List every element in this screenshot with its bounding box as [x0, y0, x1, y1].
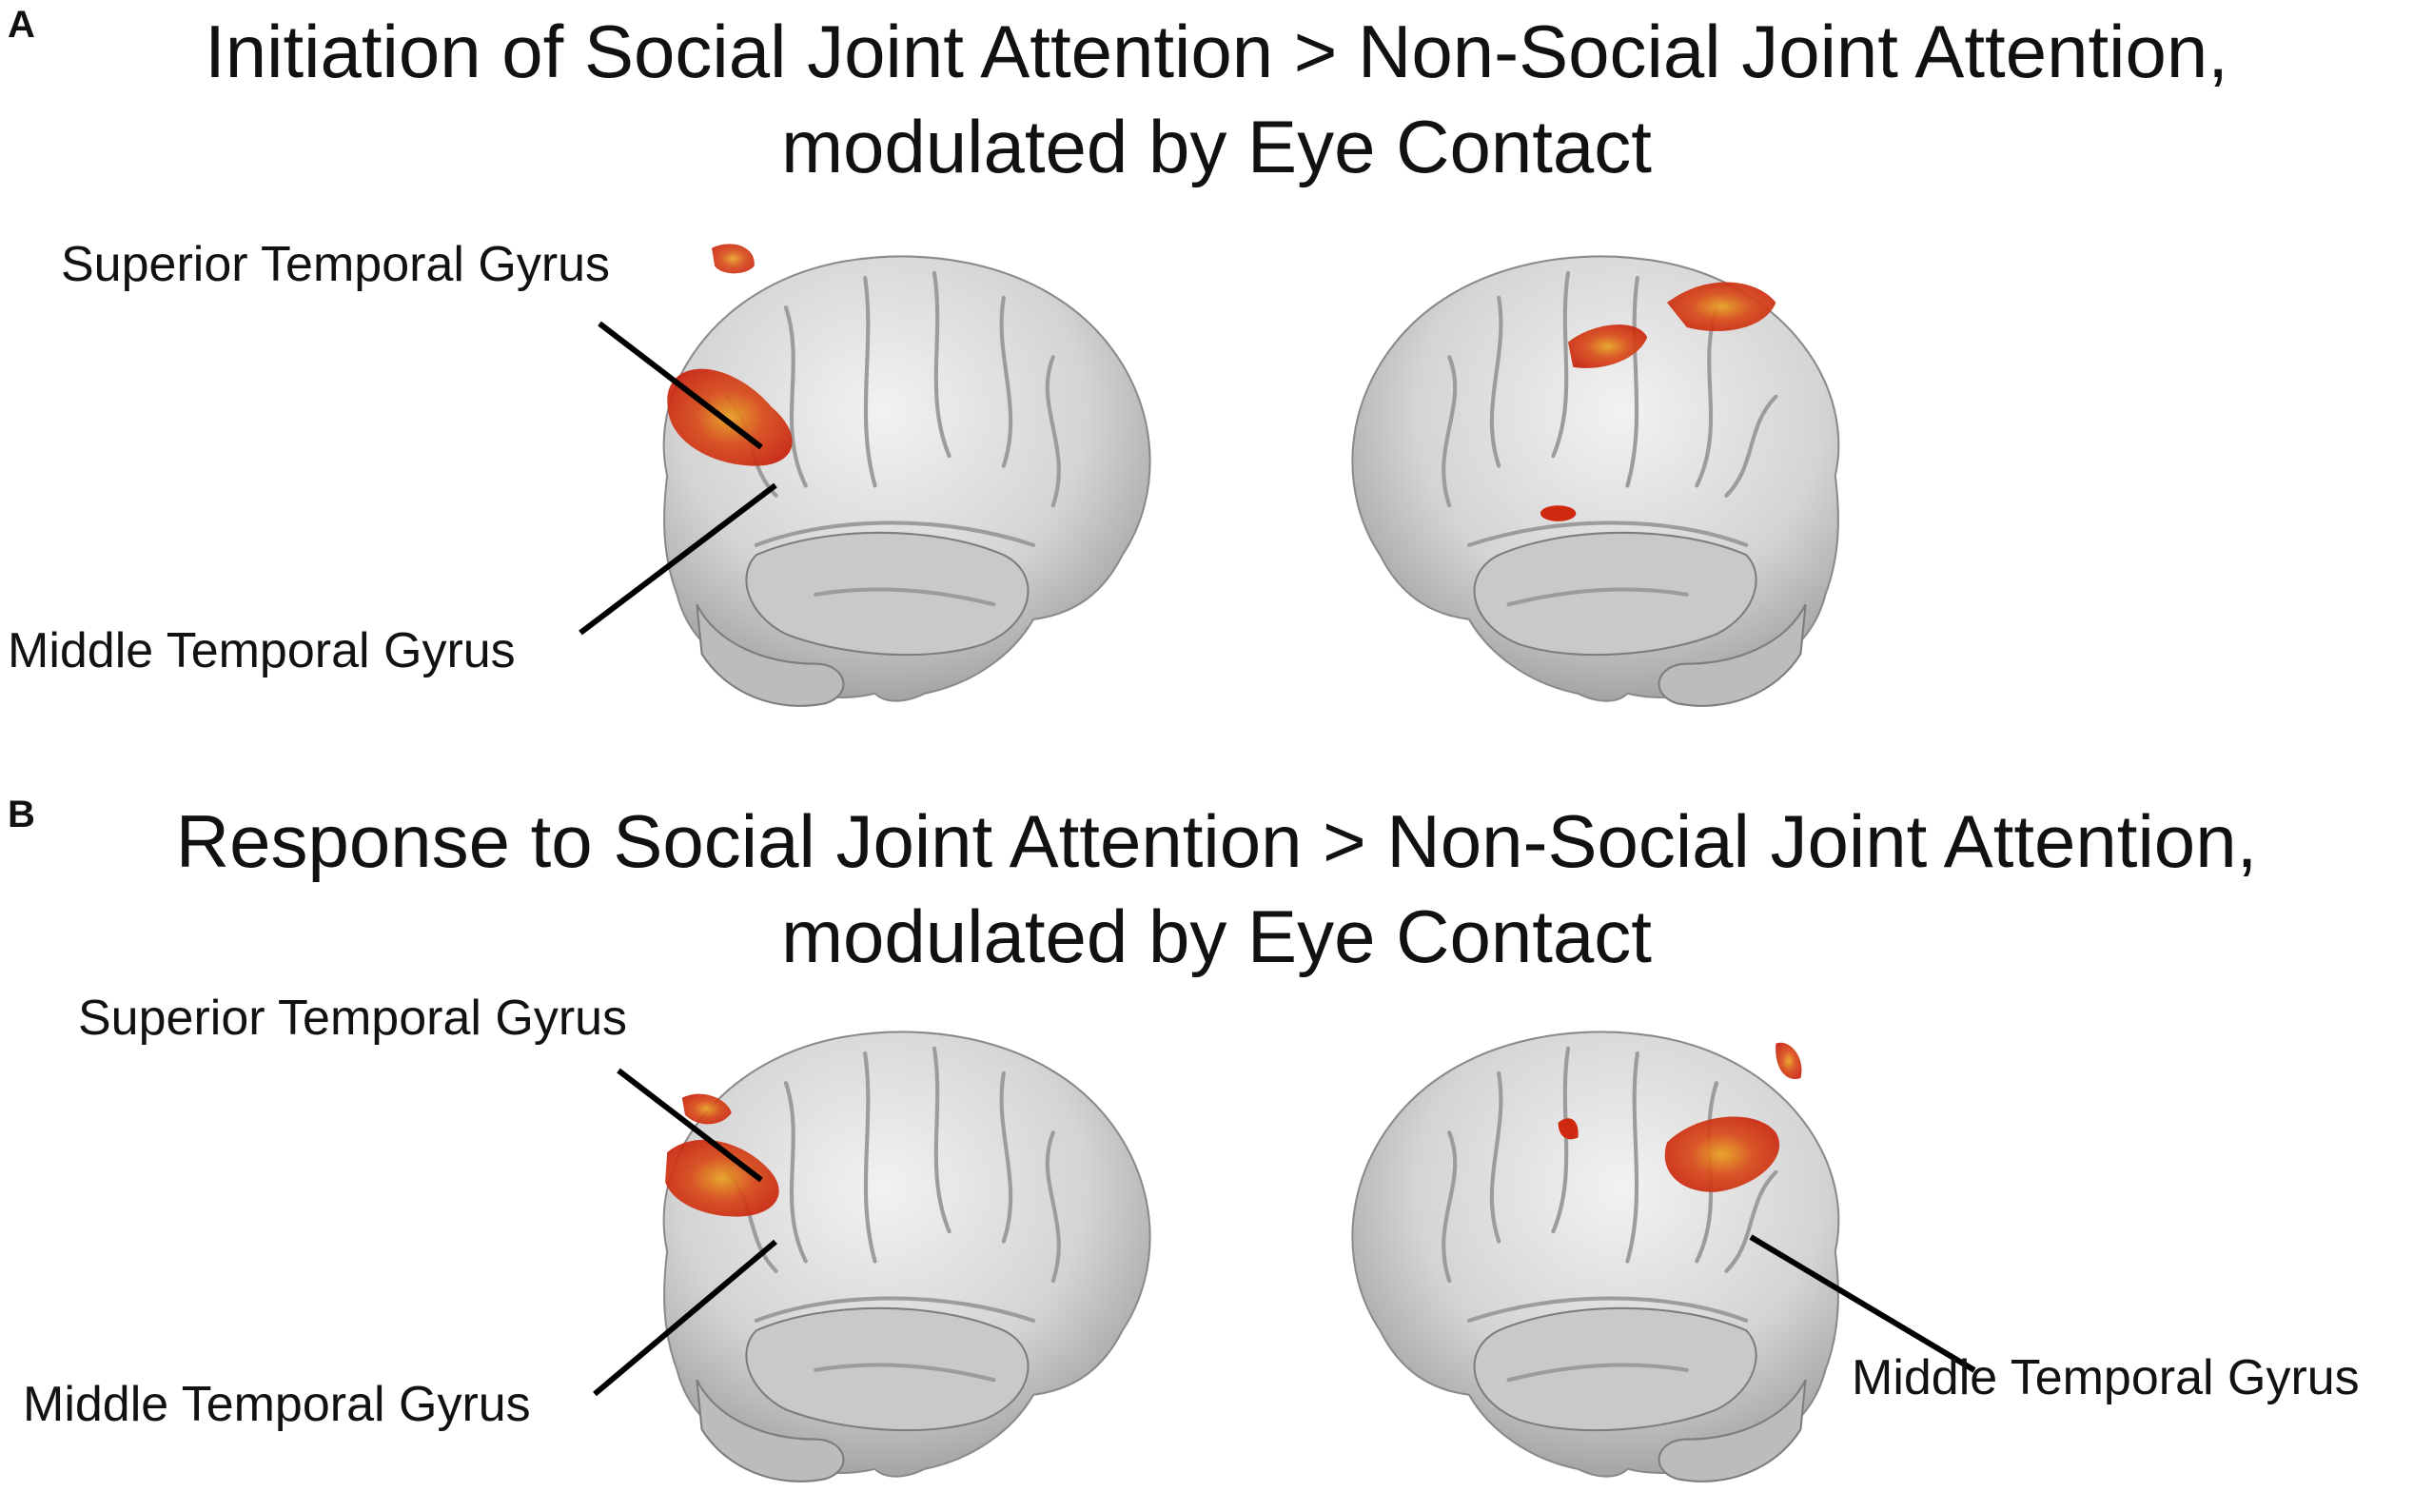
- leader-line-middle-temporal-a: [579, 482, 777, 636]
- activation-parietal-1: [1568, 324, 1648, 368]
- activation-middle-temporal: [1664, 1116, 1780, 1192]
- panel-title-line2: modulated by Eye Contact: [781, 105, 1652, 188]
- panel-b: B Response to Social Joint Attention > N…: [0, 790, 2433, 1512]
- activation-frontal-small: [1558, 1118, 1579, 1140]
- panel-a: A Initiation of Social Joint Attention >…: [0, 0, 2433, 752]
- activation-parietal: [1776, 1042, 1802, 1079]
- label-superior-temporal-gyrus: Superior Temporal Gyrus: [61, 237, 611, 292]
- activation-superior-temporal: [681, 1093, 732, 1125]
- panel-title-line1: Initiation of Social Joint Attention > N…: [205, 10, 2228, 93]
- activation-middle-temporal: [665, 1139, 779, 1217]
- activation-superior-temporal: [712, 244, 755, 274]
- label-middle-temporal-gyrus-right: Middle Temporal Gyrus: [1852, 1350, 2360, 1405]
- panel-b-figure: [593, 790, 1976, 1512]
- panel-letter: B: [8, 794, 35, 835]
- leader-line-middle-temporal-b: [593, 1239, 777, 1397]
- panel-title: Initiation of Social Joint Attention > N…: [0, 4, 2433, 194]
- label-middle-temporal-gyrus: Middle Temporal Gyrus: [23, 1377, 531, 1432]
- brain-right-hemisphere-b: [1352, 1031, 1838, 1481]
- label-middle-temporal-gyrus: Middle Temporal Gyrus: [8, 623, 516, 678]
- activation-middle-temporal: [667, 368, 793, 466]
- leader-line-middle-temporal-right-b: [1749, 1234, 1976, 1373]
- panel-a-figure: [579, 244, 2433, 752]
- brain-right-hemisphere-a: [1352, 256, 1838, 705]
- leader-line-superior-temporal-a: [598, 321, 763, 450]
- panel-title: Response to Social Joint Attention > Non…: [0, 794, 2433, 984]
- panel-title-line2: modulated by Eye Contact: [781, 894, 1652, 978]
- activation-parietal-2: [1667, 282, 1776, 331]
- panel-title-line1: Response to Social Joint Attention > Non…: [175, 799, 2258, 883]
- activation-temporal-small: [1540, 505, 1577, 521]
- brain-left-hemisphere-b: [664, 1031, 1150, 1481]
- label-superior-temporal-gyrus: Superior Temporal Gyrus: [78, 991, 628, 1046]
- leader-line-superior-temporal-b: [617, 1068, 763, 1183]
- brain-left-hemisphere-a: [664, 244, 1150, 706]
- panel-letter: A: [8, 4, 35, 46]
